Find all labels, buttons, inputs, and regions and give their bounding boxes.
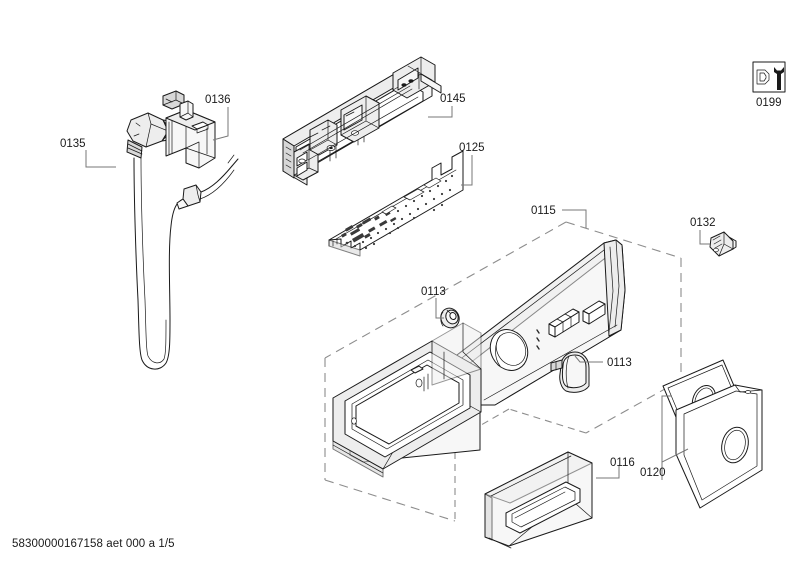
- cord-connector: [176, 184, 202, 210]
- selector-knob-small-part: [440, 307, 460, 329]
- pcb-components: [341, 174, 454, 250]
- part-code-0132: 0132: [690, 217, 716, 229]
- part-code-0136: 0136: [205, 94, 231, 106]
- part-code-0120: 0120: [640, 467, 666, 479]
- part-code-0125: 0125: [459, 142, 485, 154]
- led-indicators: [536, 329, 540, 350]
- leader-0116: [596, 466, 620, 479]
- part-code-0135: 0135: [60, 138, 86, 150]
- icon-code-label: 0199: [756, 97, 782, 109]
- leader-0125: [461, 155, 473, 186]
- leader-0113-small: [435, 298, 444, 319]
- leader-0145: [428, 106, 453, 118]
- part-code-0113-small: 0113: [421, 286, 446, 298]
- leader-0115: [562, 209, 587, 228]
- single-button: [582, 300, 606, 325]
- part-code-0113-program: 0113: [607, 357, 632, 369]
- detergent-drawer-front-part: [484, 451, 593, 549]
- assembly-boundary-0115: [324, 221, 682, 522]
- part-code-0115: 0115: [531, 205, 556, 217]
- control-panel-housing-part: [282, 56, 442, 186]
- control-pcb-part: [328, 150, 464, 257]
- side-cover-panel-lower: [675, 384, 763, 509]
- fascia-panel-part: [332, 239, 626, 478]
- part-code-0145: 0145: [440, 93, 466, 105]
- leader-0135: [85, 150, 116, 168]
- leader-0136: [212, 107, 229, 141]
- leader-0132: [699, 230, 710, 245]
- retaining-clip-part: [709, 231, 737, 257]
- drawing-footer-code: 58300000167158 aet 000 a 1/5: [12, 538, 175, 550]
- part-code-0116: 0116: [610, 457, 635, 469]
- button-block: [548, 308, 580, 338]
- display-window: [489, 329, 529, 371]
- leader-0120: [661, 395, 689, 480]
- leader-0113-program: [574, 355, 603, 363]
- interference-suppressor-part: [162, 90, 216, 169]
- service-tool-icon: [752, 61, 786, 93]
